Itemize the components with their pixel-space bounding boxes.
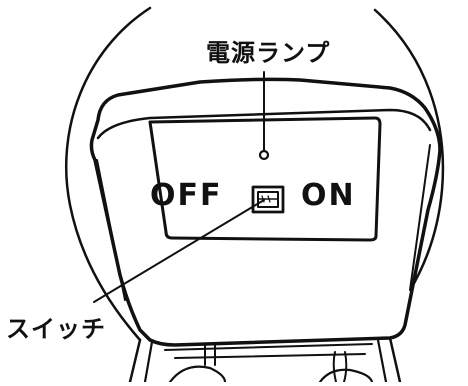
base-tray (164, 343, 373, 359)
base-cable (332, 351, 348, 383)
base-right-2 (376, 338, 388, 384)
switch-leader (93, 199, 265, 303)
base-wheel-right (318, 368, 374, 384)
housing-top-edge (96, 108, 432, 140)
switch-label: スイッチ (6, 315, 106, 343)
power-lamp-label: 電源ランプ (206, 39, 331, 67)
magnifier-circle (64, 6, 152, 342)
base-left-2 (143, 340, 154, 384)
front-panel (148, 116, 382, 242)
base-wheel-left (168, 365, 227, 384)
housing-left-crease (96, 159, 126, 301)
base-left (128, 338, 142, 384)
rocker-switch-icon (251, 185, 285, 214)
base-knob-left (204, 344, 216, 366)
on-label: ON (301, 178, 356, 213)
base-right (388, 336, 402, 384)
off-label: OFF (150, 178, 223, 213)
housing-right-crease (409, 144, 431, 291)
